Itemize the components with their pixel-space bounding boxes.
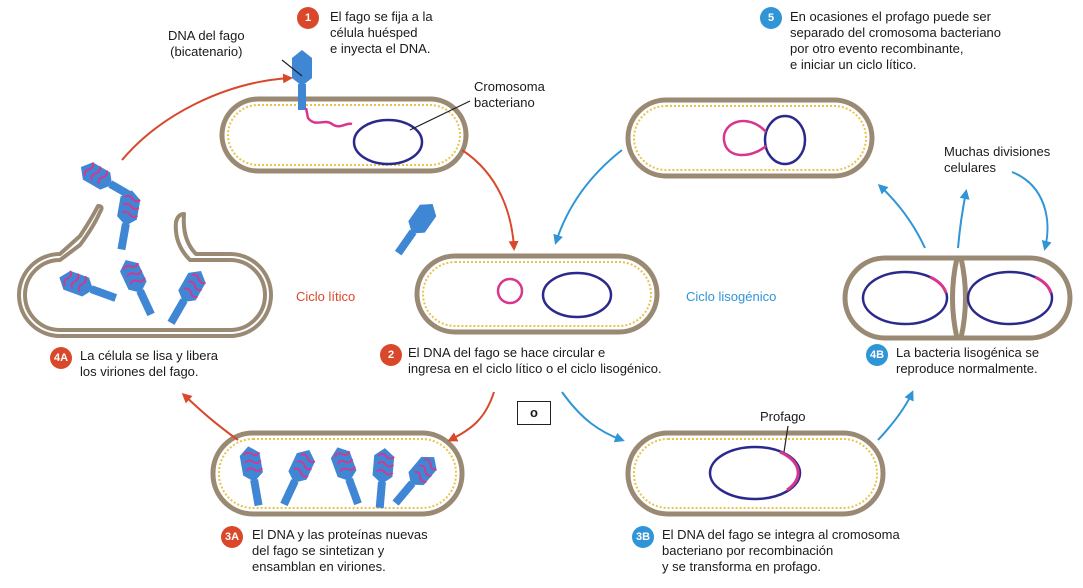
lytic-arrow-3a-to-4a xyxy=(181,392,239,441)
chromosome-step5 xyxy=(722,114,807,166)
lytic-arrow-1-to-2 xyxy=(461,149,519,251)
chromosome-step2 xyxy=(541,271,613,319)
new-virion xyxy=(328,443,368,508)
cell-step2 xyxy=(414,253,660,335)
lysed-cell-4a xyxy=(17,204,273,338)
step-2-text: El DNA del fago se hace circular e ingre… xyxy=(408,345,662,376)
cell-step5 xyxy=(625,97,875,179)
prophage-4b-left xyxy=(929,275,948,294)
lysogenic-arrow-4b-to-5 xyxy=(877,183,926,249)
released-virion xyxy=(162,265,210,328)
new-virion xyxy=(274,445,319,509)
cell-step3b xyxy=(625,430,886,517)
dividing-cell-4b xyxy=(842,255,1073,341)
badge-step-3b: 3B xyxy=(632,526,654,548)
lysogenic-arrow-5-to-2 xyxy=(553,149,623,245)
division-arrow-loop xyxy=(1011,171,1052,251)
prophage-4b-right xyxy=(1034,275,1053,294)
cell-step1 xyxy=(219,96,469,174)
phage-attached xyxy=(292,50,353,128)
circular-phage-dna xyxy=(496,277,524,305)
step-3b-text: El DNA del fago se integra al cromosoma … xyxy=(662,527,900,574)
badge-step-1: 1 xyxy=(297,7,319,29)
label-cromosoma-bacteriano: Cromosoma bacteriano xyxy=(474,79,545,110)
prophage-dna xyxy=(779,450,800,492)
step-3a-text: El DNA y las proteínas nuevas del fago s… xyxy=(252,527,428,574)
released-virion xyxy=(55,268,120,308)
lysogenic-arrow-2-to-3b xyxy=(561,391,625,443)
leader-profago xyxy=(783,425,789,453)
lytic-arrow-2-to-3a xyxy=(447,391,495,442)
leader-cromosoma xyxy=(409,100,471,131)
chromosome-step3b xyxy=(708,445,802,501)
division-arrow-up xyxy=(957,189,970,249)
step-4b-text: La bacteria lisogénica se reproduce norm… xyxy=(896,345,1040,376)
new-virion xyxy=(238,444,269,508)
label-dna-fago: DNA del fago (bicatenario) xyxy=(168,28,245,59)
new-virion xyxy=(387,450,442,510)
step-1-text: El fago se fija a la célula huésped e in… xyxy=(330,9,433,56)
chromosome-step1 xyxy=(352,118,424,166)
leader-dna-fago xyxy=(281,59,303,77)
step-4a-text: La célula se lisa y libera los viriones … xyxy=(80,348,219,379)
phage-empty-capsid xyxy=(390,198,441,259)
badge-step-2: 2 xyxy=(380,344,402,366)
released-virion xyxy=(111,188,142,252)
step-5-text: En ocasiones el profago puede ser separa… xyxy=(790,9,1002,72)
badge-step-4b: 4B xyxy=(866,344,888,366)
badge-step-3a: 3A xyxy=(221,526,243,548)
or-box: o xyxy=(517,401,551,425)
label-ciclo-lisogenico: Ciclo lisogénico xyxy=(686,289,777,304)
badge-step-4a: 4A xyxy=(50,347,72,369)
chromosome-4b-left xyxy=(861,270,949,326)
badge-step-5: 5 xyxy=(760,7,782,29)
lysogenic-arrow-3b-to-4b xyxy=(877,390,914,441)
released-virion xyxy=(116,255,161,319)
chromosome-4b-right xyxy=(966,270,1054,326)
label-profago: Profago xyxy=(760,409,806,424)
released-virion xyxy=(75,158,138,206)
lytic-arrow-4a-to-1 xyxy=(121,73,293,161)
label-muchas-divisiones: Muchas divisiones celulares xyxy=(944,144,1051,175)
new-virion xyxy=(369,447,395,509)
label-ciclo-litico: Ciclo lítico xyxy=(296,289,356,304)
